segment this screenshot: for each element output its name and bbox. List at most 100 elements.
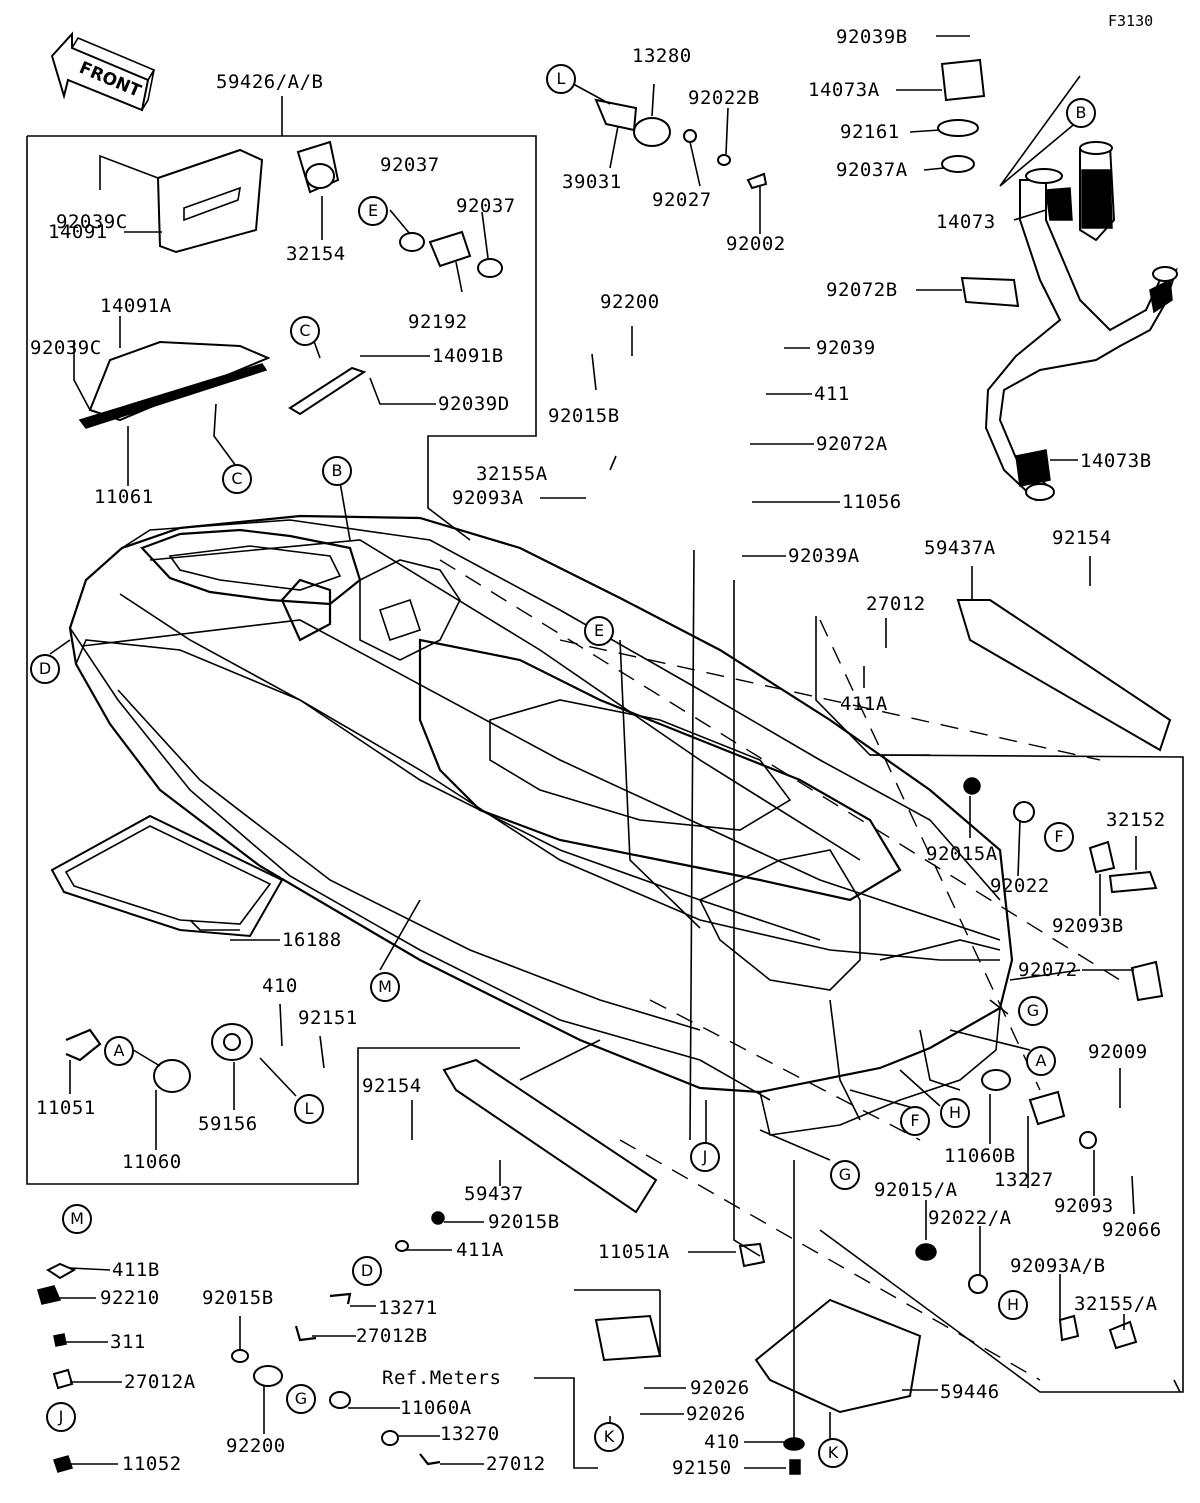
part-label: 92066: [1102, 1219, 1162, 1241]
dashed-lines: [439, 559, 1121, 1381]
hull-illustration: [68, 514, 1014, 1136]
ref-marker: K: [594, 1422, 624, 1452]
part-label: 92072B: [826, 279, 898, 301]
part-label: 92015A: [926, 843, 998, 865]
part-label: 92022B: [688, 87, 760, 109]
part-label: 59437: [464, 1183, 524, 1205]
front-arrow-icon: [50, 31, 156, 112]
part-label: 11060B: [944, 1145, 1016, 1167]
ref-marker: H: [998, 1290, 1028, 1320]
part-label: 59446: [940, 1381, 1000, 1403]
ref-marker: E: [584, 616, 614, 646]
part-label: 13227: [994, 1169, 1054, 1191]
part-label: 92039D: [438, 393, 510, 415]
part-label: 14091: [48, 221, 108, 243]
part-label: 411A: [840, 693, 888, 715]
part-label: 13271: [378, 1297, 438, 1319]
part-label: 92027: [652, 189, 712, 211]
ref-marker: M: [62, 1204, 92, 1234]
part-label: 11052: [122, 1453, 182, 1475]
part-label: 13280: [632, 45, 692, 67]
part-label: 92015/A: [874, 1179, 958, 1201]
part-label: 410: [262, 975, 298, 997]
hardware-illustrations: [37, 58, 1172, 1475]
part-label: 11056: [842, 491, 902, 513]
ref-marker: J: [46, 1402, 76, 1432]
storage-tray-illustration: [50, 814, 284, 938]
part-label: 11060: [122, 1151, 182, 1173]
part-label: 16188: [282, 929, 342, 951]
part-label: 32152: [1106, 809, 1166, 831]
part-label: 27012A: [124, 1371, 196, 1393]
part-label: 92154: [362, 1075, 422, 1097]
ref-marker: G: [1018, 996, 1048, 1026]
part-label: 92037A: [836, 159, 908, 181]
ref-marker: F: [900, 1106, 930, 1136]
ref-marker: H: [940, 1098, 970, 1128]
part-label: 32155/A: [1074, 1293, 1158, 1315]
part-label: 92093: [1054, 1195, 1114, 1217]
part-label: 92026: [686, 1403, 746, 1425]
part-label: 92093A/B: [1010, 1255, 1106, 1277]
part-label: 92009: [1088, 1041, 1148, 1063]
part-label: 92072A: [816, 433, 888, 455]
part-label: 92072: [1018, 959, 1078, 981]
part-label: 92002: [726, 233, 786, 255]
ref-marker: B: [1066, 98, 1096, 128]
figure-number: F3130: [1108, 12, 1154, 30]
part-label: 92151: [298, 1007, 358, 1029]
part-label: 27012B: [356, 1325, 428, 1347]
part-label: 14073: [936, 211, 996, 233]
part-label: 92210: [100, 1287, 160, 1309]
part-label: 92093B: [1052, 915, 1124, 937]
part-label: 92026: [690, 1377, 750, 1399]
ref-marker: B: [322, 456, 352, 486]
part-label: 92200: [226, 1435, 286, 1457]
part-label: 92015B: [202, 1287, 274, 1309]
part-label: 14091A: [100, 295, 172, 317]
part-label: 59437A: [924, 537, 996, 559]
part-label: 92022/A: [928, 1207, 1012, 1229]
ref-marker: L: [546, 64, 576, 94]
part-label: 32154: [286, 243, 346, 265]
part-label: 92037: [380, 154, 440, 176]
ref-marker: A: [104, 1036, 134, 1066]
part-label: 92039C: [30, 337, 102, 359]
part-label: 11051A: [598, 1241, 670, 1263]
part-label: 411: [814, 383, 850, 405]
ref-marker: G: [830, 1160, 860, 1190]
part-label: 92150: [672, 1457, 732, 1479]
ref-marker: E: [358, 196, 388, 226]
ref-marker: G: [286, 1384, 316, 1414]
ref-marker: A: [1026, 1046, 1056, 1076]
part-label: 92200: [600, 291, 660, 313]
part-label: 92022: [990, 875, 1050, 897]
part-label: 411A: [456, 1239, 504, 1261]
ref-marker: M: [370, 972, 400, 1002]
part-label: 92039: [816, 337, 876, 359]
part-label: 11061: [94, 486, 154, 508]
part-label: 411B: [112, 1259, 160, 1281]
part-label: 92192: [408, 311, 468, 333]
part-label: 410: [704, 1431, 740, 1453]
ref-marker: K: [818, 1438, 848, 1468]
part-label: 14091B: [432, 345, 504, 367]
part-label: 32155A: [476, 463, 548, 485]
group-frame-59426: [26, 96, 537, 1185]
hose-illustration: [984, 141, 1178, 502]
part-label: 14073B: [1080, 450, 1152, 472]
part-label: 11051: [36, 1097, 96, 1119]
ref-marker: C: [222, 464, 252, 494]
part-label: 92015B: [488, 1211, 560, 1233]
part-label: 92039B: [836, 26, 908, 48]
part-label: 27012: [866, 593, 926, 615]
part-label: 92161: [840, 121, 900, 143]
part-label: 92039A: [788, 545, 860, 567]
ref-marker: D: [352, 1256, 382, 1286]
part-label: 92154: [1052, 527, 1112, 549]
part-label: 59156: [198, 1113, 258, 1135]
ref-marker: L: [294, 1094, 324, 1124]
ref-marker: J: [690, 1142, 720, 1172]
part-label: 14073A: [808, 79, 880, 101]
